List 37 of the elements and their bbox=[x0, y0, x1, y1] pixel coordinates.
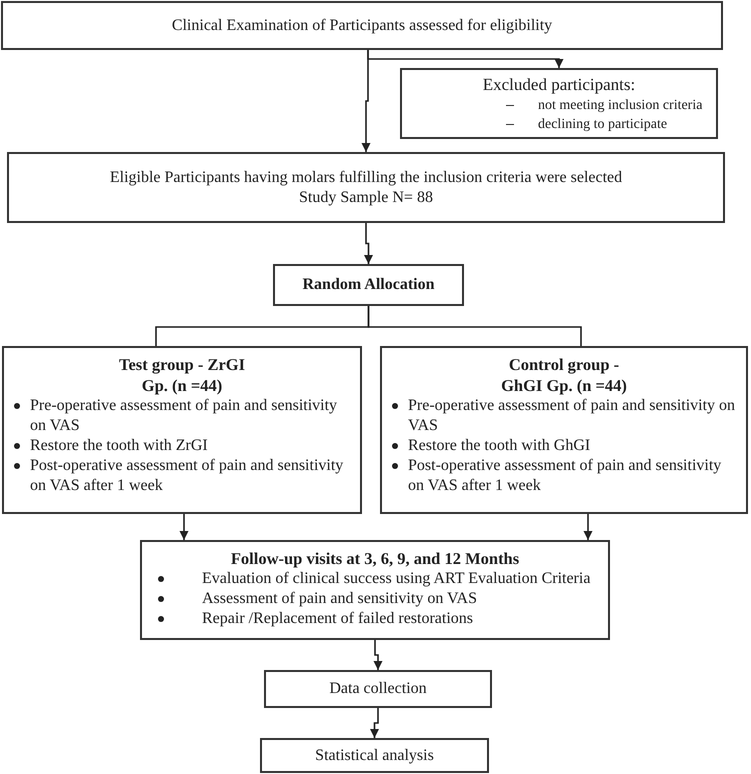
arrow bbox=[374, 640, 382, 670]
list-item: Pre-operative assessment of pain and sensitivity on VAS bbox=[408, 396, 736, 436]
box-text: Clinical Examination of Participants assessed for eligibility bbox=[172, 16, 552, 36]
process-box bbox=[7, 152, 725, 223]
process-box bbox=[380, 346, 748, 514]
box-heading: Control group - GhGI Gp. (n =44) bbox=[500, 354, 628, 396]
arrow bbox=[584, 514, 592, 540]
box-text: Study Sample N= 88 bbox=[299, 188, 433, 208]
connector-line bbox=[368, 306, 582, 346]
list-item: Restore the tooth with ZrGI bbox=[30, 436, 208, 456]
list-item: declining to participate bbox=[538, 116, 668, 134]
list-item: Repair /Replacement of failed restorations bbox=[202, 609, 474, 629]
list-item: Restore the tooth with GhGI bbox=[408, 436, 590, 456]
box-heading: Excluded participants: bbox=[482, 74, 636, 96]
arrow bbox=[370, 708, 379, 738]
process-box bbox=[2, 346, 362, 514]
list-item: Assessment of pain and sensitivity on VAS bbox=[202, 589, 477, 609]
process-box bbox=[400, 68, 718, 139]
process-box bbox=[264, 670, 492, 708]
list-item: not meeting inclusion criteria bbox=[538, 96, 702, 114]
arrow bbox=[367, 50, 564, 68]
process-box bbox=[140, 540, 610, 640]
box-heading: Follow-up visits at 3, 6, 9, and 12 Months bbox=[230, 548, 520, 569]
list-item: Post-operative assessment of pain and sensitivity on VAS after 1 week bbox=[30, 456, 344, 496]
box-heading: Test group - ZrGI Gp. (n =44) bbox=[118, 354, 246, 396]
box-text: Eligible Participants having molars fulfilling the inclusion criteria were selected bbox=[110, 168, 622, 188]
list-item: Post-operative assessment of pain and sensitivity on VAS after 1 week bbox=[408, 456, 722, 496]
box-text: Statistical analysis bbox=[315, 746, 434, 766]
box-text: Data collection bbox=[329, 679, 427, 699]
list-item: Pre-operative assessment of pain and sensitivity on VAS bbox=[30, 396, 338, 436]
arrow bbox=[364, 223, 373, 264]
arrow bbox=[180, 514, 188, 540]
process-box bbox=[273, 264, 464, 306]
box-text: Random Allocation bbox=[302, 275, 434, 295]
process-box bbox=[1, 1, 723, 50]
process-box bbox=[260, 738, 489, 773]
list-item: Evaluation of clinical success using ART Evaluation Criteria bbox=[202, 569, 590, 589]
